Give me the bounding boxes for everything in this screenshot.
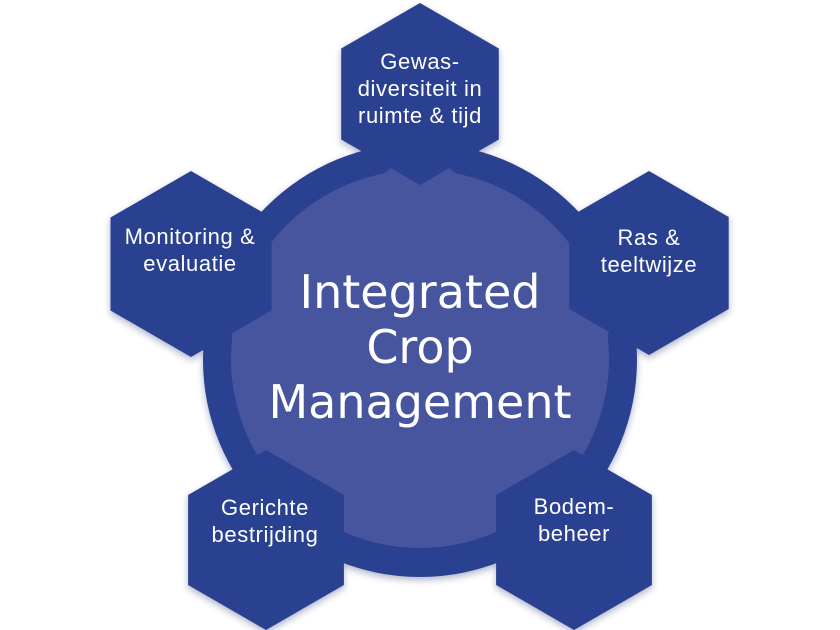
hexagon-bottom-left-label: Gerichte bestrijding <box>212 495 319 547</box>
hexagon-bottom-right <box>496 450 652 630</box>
hexagon-left-label-line-2: evaluatie <box>143 251 236 276</box>
center-title: Integrated Crop Management <box>268 265 571 429</box>
hexagon-right-label-line-2: teeltwijze <box>601 252 697 277</box>
hexagon-right <box>569 171 729 355</box>
hexagon-top-label-line-1: Gewas- <box>380 49 459 74</box>
hexagon-top-label: Gewas- diversiteit in ruimte & tijd <box>358 49 483 128</box>
diagram-shapes <box>110 3 729 630</box>
hexagon-top <box>341 3 499 185</box>
hexagon-left-label-line-1: Monitoring & <box>125 224 256 249</box>
hexagon-bottom-left-label-line-2: bestrijding <box>212 522 319 547</box>
inner-circle <box>231 170 609 548</box>
hexagon-bottom-right-label-line-1: Bodem- <box>534 494 615 519</box>
center-title-line-1: Integrated <box>300 265 541 319</box>
hexagon-bottom-left <box>188 450 344 630</box>
hexagon-top-label-line-3: ruimte & tijd <box>358 103 482 128</box>
hexagon-bottom-right-label-line-2: beheer <box>538 521 610 546</box>
center-title-line-2: Crop <box>366 320 473 374</box>
hexagon-bottom-right-label: Bodem- beheer <box>534 494 615 546</box>
hexagon-bottom-left-label-line-1: Gerichte <box>221 495 309 520</box>
hexagon-right-label-line-1: Ras & <box>618 225 681 250</box>
hexagon-left <box>110 171 272 357</box>
hexagon-top-label-line-2: diversiteit in <box>358 76 483 101</box>
center-title-line-3: Management <box>268 375 571 429</box>
hexagon-right-label: Ras & teeltwijze <box>601 225 697 277</box>
hexagon-left-label: Monitoring & evaluatie <box>125 224 256 276</box>
